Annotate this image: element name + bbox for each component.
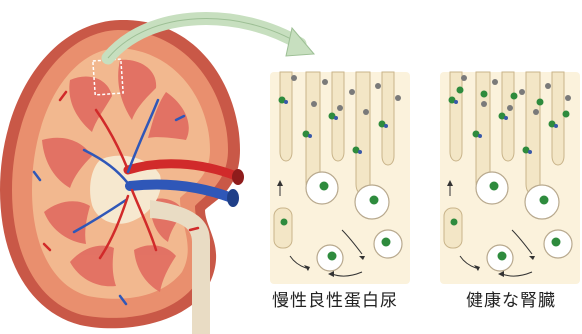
caption-chronic-benign-proteinuria: 慢性良性蛋白尿	[272, 286, 398, 311]
caption-healthy-kidney: 健康な腎臓	[466, 286, 556, 311]
kidney-illustration	[0, 20, 244, 334]
panel-healthy	[440, 72, 580, 284]
panel-disease	[270, 72, 410, 284]
